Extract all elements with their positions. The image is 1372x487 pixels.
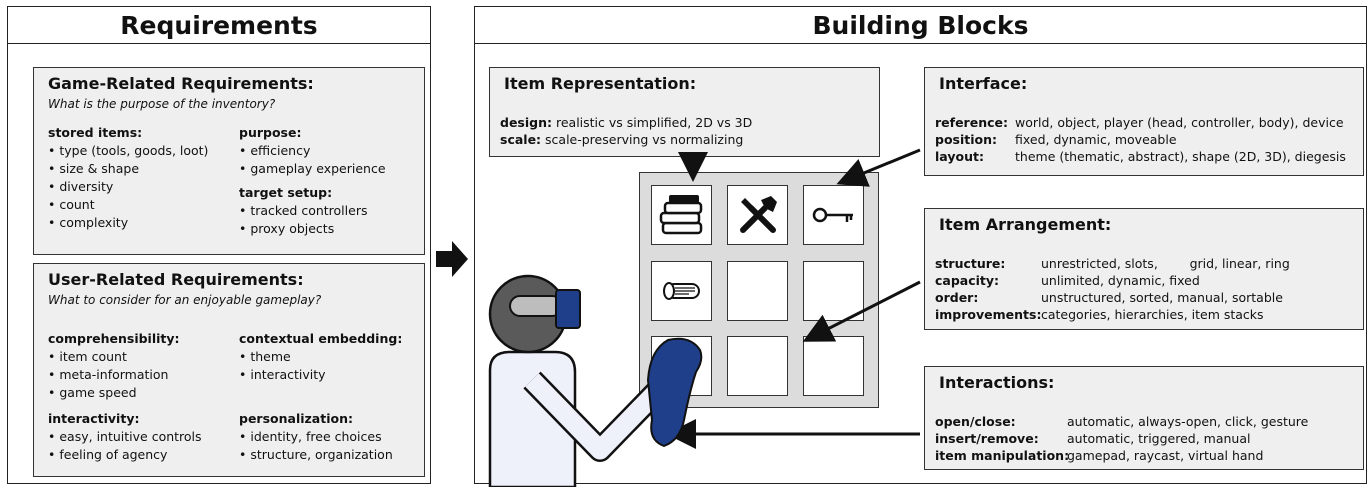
list-item: type (tools, goods, loot) [48, 142, 208, 160]
item-representation-rows: design: realistic vs simplified, 2D vs 3… [500, 115, 753, 147]
list-item: gameplay experience [239, 160, 385, 178]
interface-rows: reference:world, object, player (head, c… [935, 115, 1346, 164]
list-item: theme [239, 348, 402, 366]
list-item: interactivity [239, 366, 402, 384]
requirements-title: Requirements [8, 7, 430, 44]
right-arrow-icon [436, 241, 468, 277]
books-icon [659, 195, 702, 235]
inventory-slot[interactable] [651, 261, 712, 321]
game-requirements-box: Game-Related Requirements: What is the p… [33, 67, 425, 255]
personalization-section: personalization: identity, free choices … [239, 410, 393, 464]
tools-icon [739, 196, 777, 233]
interactivity-section: interactivity: easy, intuitive controls … [48, 410, 202, 464]
list-item: feeling of agency [48, 446, 202, 464]
item-representation-box: Item Representation: design: realistic v… [489, 67, 880, 157]
list-item: identity, free choices [239, 428, 393, 446]
list-item: efficiency [239, 142, 386, 160]
list-item: structure, organization [239, 446, 392, 464]
game-requirements-title: Game-Related Requirements: [48, 74, 314, 93]
requirements-panel: Requirements Game-Related Requirements: … [7, 6, 431, 484]
interface-box: Interface: reference:world, object, play… [924, 67, 1364, 176]
building-blocks-title: Building Blocks [475, 7, 1366, 44]
game-requirements-subtitle: What is the purpose of the inventory? [48, 97, 276, 111]
user-requirements-title: User-Related Requirements: [48, 270, 304, 289]
inventory-slot[interactable] [651, 336, 712, 396]
inventory-slot[interactable] [803, 261, 864, 321]
item-arrangement-box: Item Arrangement: structure:unrestricted… [924, 208, 1364, 330]
list-item: diversity [48, 178, 208, 196]
purpose-section: purpose: efficiency gameplay experience [239, 124, 386, 178]
list-item: item count [48, 348, 180, 366]
interactions-title: Interactions: [939, 373, 1055, 392]
list-item: size & shape [48, 160, 208, 178]
interactions-rows: open/close:automatic, always-open, click… [935, 414, 1309, 463]
inventory-slot[interactable] [803, 185, 864, 245]
contextual-embedding-section: contextual embedding: theme interactivit… [239, 330, 402, 384]
user-requirements-box: User-Related Requirements: What to consi… [33, 263, 425, 477]
list-item: meta-information [48, 366, 180, 384]
list-item: complexity [48, 214, 208, 232]
list-item: game speed [48, 384, 180, 402]
list-item: count [48, 196, 208, 214]
interface-title: Interface: [939, 74, 1028, 93]
inventory-slot[interactable] [727, 185, 788, 245]
item-arrangement-rows: structure:unrestricted, slots, grid, lin… [935, 256, 1290, 322]
stored-items-section: stored items: type (tools, goods, loot) … [48, 124, 208, 232]
list-item: tracked controllers [239, 202, 367, 220]
comprehensibility-section: comprehensibility: item count meta-infor… [48, 330, 180, 402]
item-arrangement-title: Item Arrangement: [939, 215, 1112, 234]
target-setup-section: target setup: tracked controllers proxy … [239, 184, 367, 238]
item-representation-title: Item Representation: [504, 74, 697, 93]
user-requirements-subtitle: What to consider for an enjoyable gamepl… [48, 293, 322, 307]
key-icon [812, 207, 853, 223]
interactions-box: Interactions: open/close:automatic, alwa… [924, 366, 1364, 470]
list-item: easy, intuitive controls [48, 428, 201, 446]
inventory-slot[interactable] [651, 185, 712, 245]
inventory-slot[interactable] [727, 336, 788, 396]
scroll-icon [662, 282, 700, 300]
inventory-slot[interactable] [803, 336, 864, 396]
inventory-slot[interactable] [727, 261, 788, 321]
list-item: proxy objects [239, 220, 367, 238]
